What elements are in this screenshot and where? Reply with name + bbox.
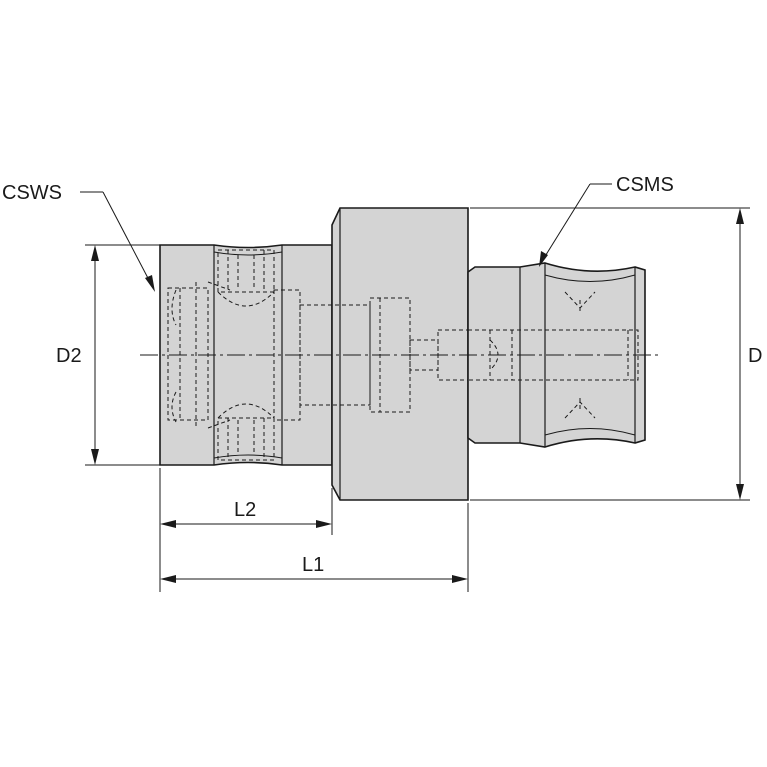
dimension-d bbox=[470, 207, 750, 501]
central-flange bbox=[331, 207, 469, 501]
label-csms: CSMS bbox=[616, 174, 674, 196]
leader-csws bbox=[80, 191, 155, 292]
label-l2: L2 bbox=[234, 499, 256, 521]
label-d2: D2 bbox=[56, 345, 82, 367]
dimension-d2 bbox=[85, 244, 160, 466]
leader-csms bbox=[539, 183, 612, 267]
dimension-l2 bbox=[159, 468, 333, 535]
label-csws: CSWS bbox=[2, 182, 62, 204]
label-d: D bbox=[748, 345, 762, 367]
dimension-l1 bbox=[159, 503, 469, 592]
label-l1: L1 bbox=[302, 554, 324, 576]
